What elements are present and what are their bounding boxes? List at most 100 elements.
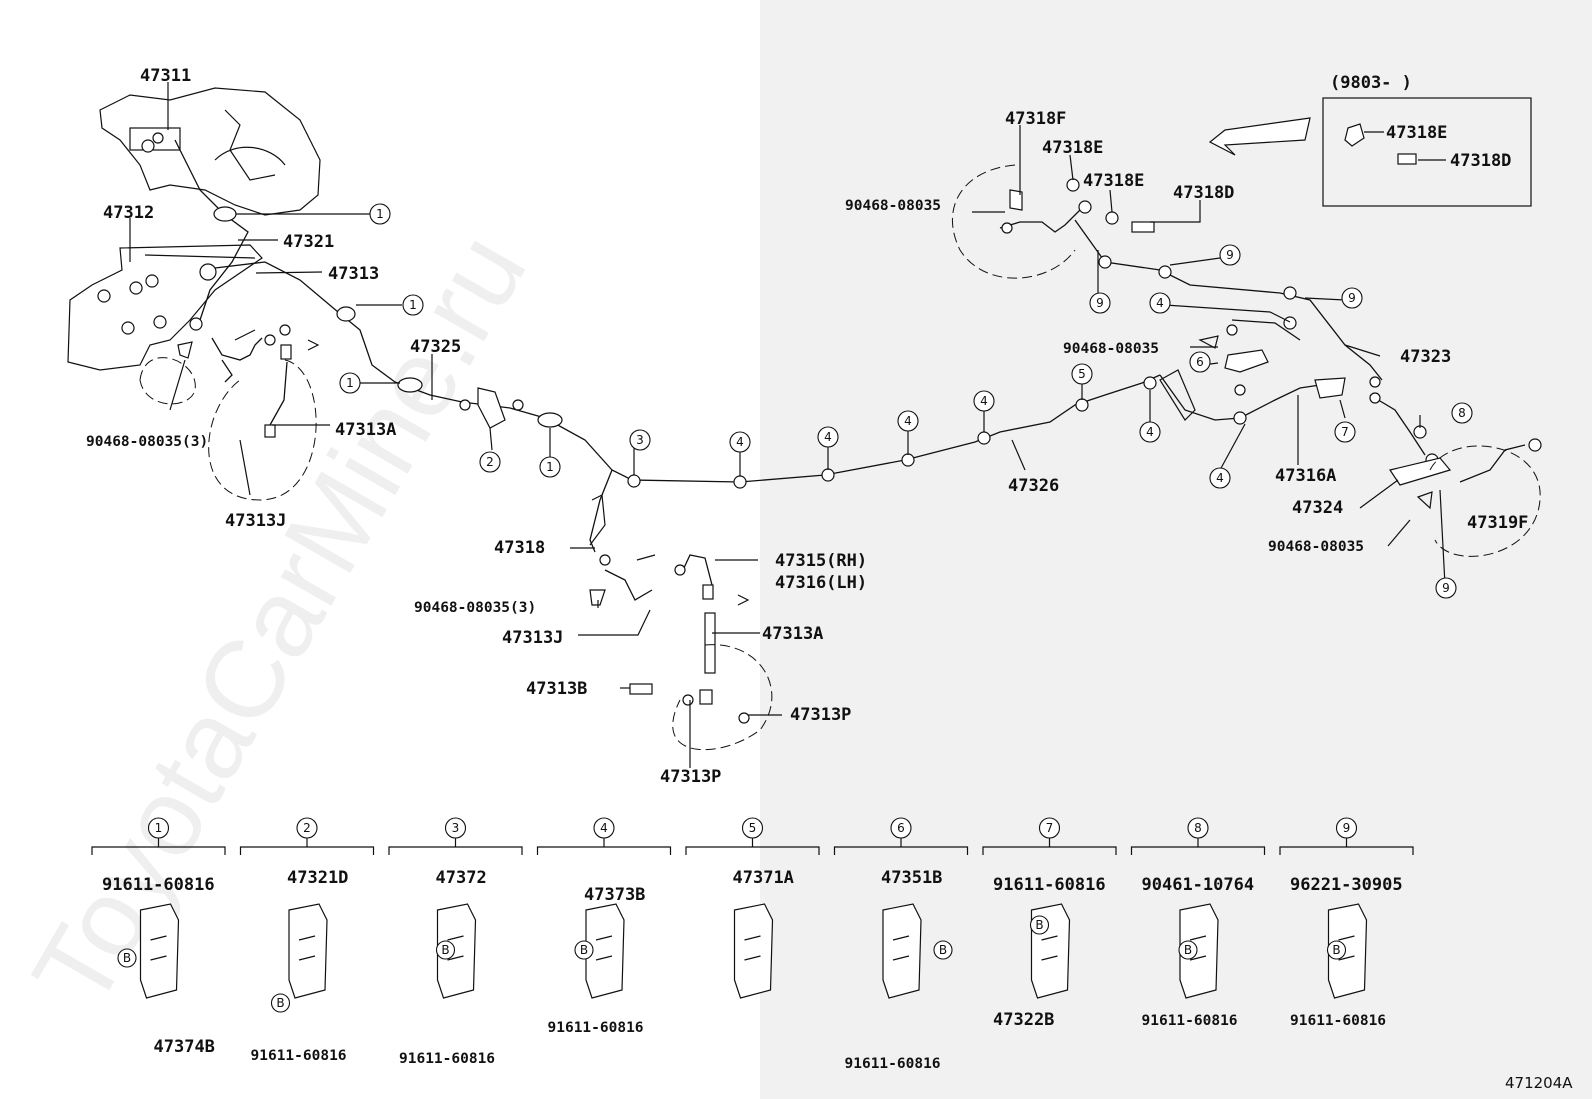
label-47323: 47323 — [1400, 347, 1451, 367]
label-47313B: 47313B — [526, 679, 587, 699]
leader-lines — [129, 82, 1446, 768]
callout-9-15: 9 — [1089, 292, 1111, 314]
junction-block — [459, 387, 524, 429]
svg-text:8: 8 — [1194, 821, 1202, 835]
label-47325: 47325 — [410, 337, 461, 357]
label-47319F: 47319F — [1467, 513, 1528, 533]
inset-date-range: (9803- ) — [1330, 73, 1412, 93]
clamp-2-top-part: 47321D — [287, 868, 348, 888]
svg-text:4: 4 — [600, 821, 608, 835]
svg-text:B: B — [123, 951, 131, 965]
pipe-47325 — [461, 374, 1161, 483]
bolt-marker-9: B — [1326, 940, 1347, 960]
label-47315RH: 47315(RH) — [775, 551, 867, 571]
bolt-marker-8: B — [1178, 940, 1198, 960]
label-47321: 47321 — [283, 232, 334, 252]
callout-1-0: 1 — [369, 203, 391, 225]
clamp-callout-9: 9 — [1335, 817, 1358, 839]
clamp-3-shape — [436, 903, 477, 999]
clamp-5-top-part: 47371A — [733, 868, 794, 888]
svg-text:7: 7 — [1046, 821, 1054, 835]
drawing-code: 471204A — [1505, 1074, 1573, 1092]
svg-text:1: 1 — [155, 821, 163, 835]
callout-9-16: 9 — [1219, 244, 1241, 266]
inset-box: (9803- ) 47318E 47318D — [1322, 73, 1532, 207]
clamp-callout-3: 3 — [444, 817, 467, 839]
callout-5-10: 5 — [1071, 363, 1093, 385]
label-47316A: 47316A — [1275, 466, 1336, 486]
svg-text:2: 2 — [303, 821, 311, 835]
label-47313A-left: 47313A — [335, 420, 396, 440]
label-90468-right: 90468-08035 — [1268, 539, 1364, 555]
callout-7-13: 7 — [1334, 421, 1356, 443]
label-90468-left: 90468-08035(3) — [86, 434, 208, 450]
clamp-6-shape — [882, 903, 922, 999]
callout-4-6: 4 — [729, 431, 751, 453]
svg-text:7: 7 — [1341, 425, 1349, 439]
rear-center-hose — [589, 554, 773, 751]
clamp-9-shape — [1327, 903, 1368, 999]
bolt-marker-2: B — [270, 993, 291, 1013]
svg-text:B: B — [1332, 943, 1340, 957]
pipe-clamps — [213, 206, 1439, 489]
label-47318D: 47318D — [1173, 183, 1234, 203]
svg-text:3: 3 — [452, 821, 460, 835]
part-labels: 47311 47312 47321 47313 47325 47313A 473… — [86, 66, 1528, 787]
clamp-9-bottom-part: 91611-60816 — [1290, 1013, 1386, 1029]
clamp-callout-7: 7 — [1038, 817, 1061, 839]
top-right-parts — [951, 117, 1311, 279]
svg-text:B: B — [580, 943, 588, 957]
clamp-callout-1: 1 — [147, 817, 170, 839]
svg-text:9: 9 — [1226, 248, 1234, 262]
callout-4-18: 4 — [1149, 292, 1171, 314]
inset-part-47318D: 47318D — [1450, 151, 1511, 171]
pipe-47321 — [174, 139, 249, 321]
clamp-8-bottom-part: 91611-60816 — [1142, 1013, 1238, 1029]
svg-text:4: 4 — [1146, 425, 1154, 439]
clamp-5-shape — [733, 903, 774, 999]
clamp-8-top-part: 90461-10764 — [1142, 875, 1255, 895]
label-47318F: 47318F — [1005, 109, 1066, 129]
svg-text:6: 6 — [897, 821, 905, 835]
bolt-marker-7: B — [1029, 915, 1050, 935]
clamp-1-shape — [139, 903, 180, 999]
label-47313: 47313 — [328, 264, 379, 284]
svg-text:9: 9 — [1343, 821, 1351, 835]
svg-text:2: 2 — [486, 455, 494, 469]
label-47313P-bottom: 47313P — [660, 767, 721, 787]
label-47313J-center: 47313J — [502, 628, 563, 648]
clamp-1-bottom-part: 47374B — [154, 1037, 215, 1057]
svg-text:5: 5 — [749, 821, 757, 835]
label-47318: 47318 — [494, 538, 545, 558]
bolt-marker-3: B — [435, 940, 456, 960]
svg-text:4: 4 — [824, 430, 832, 444]
svg-text:B: B — [276, 996, 284, 1010]
svg-text:9: 9 — [1096, 296, 1104, 310]
svg-text:4: 4 — [736, 435, 744, 449]
label-47318E-a: 47318E — [1042, 138, 1103, 158]
callout-9-20: 9 — [1435, 577, 1457, 599]
callout-4-7: 4 — [817, 426, 839, 448]
svg-text:4: 4 — [1216, 471, 1224, 485]
bolt-marker-1: B — [117, 948, 137, 968]
label-47313J-left: 47313J — [225, 511, 286, 531]
clamp-3-bottom-part: 91611-60816 — [399, 1051, 495, 1067]
label-47326: 47326 — [1008, 476, 1059, 496]
callout-1-2: 1 — [339, 372, 361, 394]
svg-text:8: 8 — [1458, 406, 1466, 420]
svg-text:3: 3 — [636, 433, 644, 447]
callout-4-19: 4 — [1209, 467, 1231, 489]
svg-text:B: B — [441, 943, 449, 957]
clamp-6-top-part: 47351B — [881, 868, 942, 888]
watermark: ToyotaCarMine.ru — [9, 214, 550, 1027]
svg-text:4: 4 — [980, 394, 988, 408]
callout-4-11: 4 — [1139, 421, 1161, 443]
callout-1-1: 1 — [402, 294, 424, 316]
callout-4-9: 4 — [973, 390, 995, 412]
svg-text:5: 5 — [1078, 367, 1086, 381]
